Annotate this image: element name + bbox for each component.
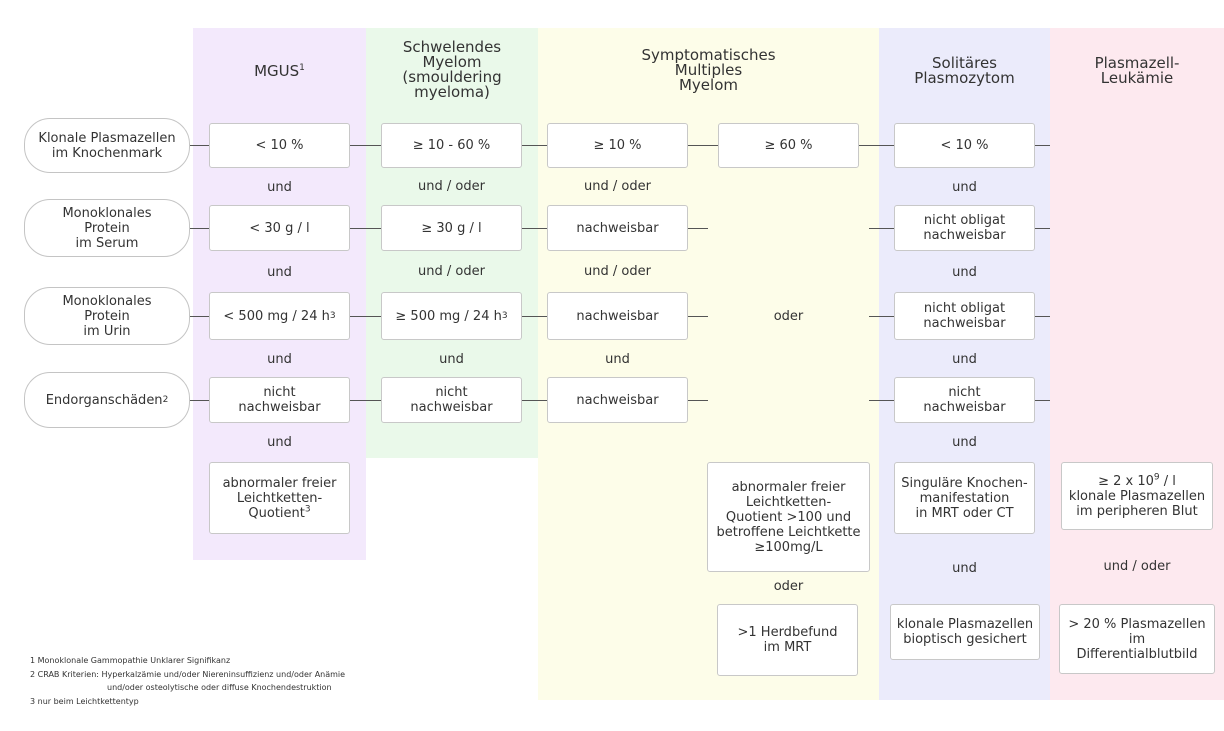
symptomatic-bone-marrow-box-a: ≥ 10 % bbox=[547, 123, 688, 168]
header-leukemia: Plasmazell- Leukämie bbox=[1094, 54, 1180, 87]
mgus-connector-2: und bbox=[267, 265, 292, 280]
solitary-bone-box: Singuläre Knochen- manifestation in MRT … bbox=[894, 462, 1035, 534]
header-mgus: MGUS1 bbox=[254, 62, 305, 80]
symptomatic-serum-box: nachweisbar bbox=[547, 205, 688, 251]
row-label-bone-marrow: Klonale Plasmazellen im Knochenmark bbox=[24, 118, 190, 173]
mgus-bone-marrow-box: < 10 % bbox=[209, 123, 350, 168]
row-label-urine: Monoklonales Protein im Urin bbox=[24, 287, 190, 345]
mgus-serum-box: < 30 g / l bbox=[209, 205, 350, 251]
symptomatic-organ-box: nachweisbar bbox=[547, 377, 688, 423]
symptomatic-connector-3: und bbox=[605, 352, 630, 367]
smouldering-connector-1: und / oder bbox=[418, 179, 485, 194]
footnote-3: 3 nur beim Leichtkettentyp bbox=[30, 697, 139, 706]
solitary-biopsy-box: klonale Plasmazellen bioptisch gesichert bbox=[890, 604, 1040, 660]
leukemia-diff-box: > 20 % Plasmazellen im Differentialblutb… bbox=[1059, 604, 1215, 674]
smouldering-bone-marrow-box: ≥ 10 - 60 % bbox=[381, 123, 522, 168]
symptomatic-ratio-box: abnormaler freier Leichtketten- Quotient… bbox=[707, 462, 870, 572]
solitary-connector-1: und bbox=[952, 180, 977, 195]
footnote-1: 1 Monoklonale Gammopathie Unklarer Signi… bbox=[30, 656, 231, 665]
symptomatic-focus-box: >1 Herdbefund im MRT bbox=[717, 604, 858, 676]
leukemia-blood-box: ≥ 2 x 109 / l klonale Plasmazellen im pe… bbox=[1061, 462, 1213, 530]
footnote-2b: und/oder osteolytische oder diffuse Knoc… bbox=[107, 683, 332, 692]
solitary-connector-5: und bbox=[952, 561, 977, 576]
mgus-connector-4: und bbox=[267, 435, 292, 450]
solitary-urine-box: nicht obligat nachweisbar bbox=[894, 292, 1035, 340]
header-smouldering: Schwelendes Myelom (smouldering myeloma) bbox=[402, 38, 502, 101]
header-solitary: Solitäres Plasmozytom bbox=[914, 54, 1015, 87]
leukemia-connector-1: und / oder bbox=[1103, 559, 1171, 574]
symptomatic-connector-1: und / oder bbox=[584, 179, 651, 194]
solitary-organ-box: nicht nachweisbar bbox=[894, 377, 1035, 423]
solitary-bone-marrow-box: < 10 % bbox=[894, 123, 1035, 168]
symptomatic-connector-2: und / oder bbox=[584, 264, 651, 279]
mgus-organ-box: nicht nachweisbar bbox=[209, 377, 350, 423]
header-symptomatic: Symptomatisches Multiples Myelom bbox=[641, 46, 776, 94]
symptomatic-oder-low: oder bbox=[773, 579, 804, 594]
mgus-connector-1: und bbox=[267, 180, 292, 195]
solitary-connector-4: und bbox=[952, 435, 977, 450]
solitary-connector-2: und bbox=[952, 265, 977, 280]
smouldering-connector-2: und / oder bbox=[418, 264, 485, 279]
symptomatic-bone-marrow-box-b: ≥ 60 % bbox=[718, 123, 859, 168]
footnote-2: 2 CRAB Kriterien: Hyperkalzämie und/oder… bbox=[30, 670, 346, 679]
smouldering-connector-3: und bbox=[439, 352, 464, 367]
solitary-serum-box: nicht obligat nachweisbar bbox=[894, 205, 1035, 251]
smouldering-serum-box: ≥ 30 g / l bbox=[381, 205, 522, 251]
mgus-connector-3: und bbox=[267, 352, 292, 367]
column-leukemia-background bbox=[1050, 28, 1224, 700]
mgus-ratio-box: abnormaler freier Leichtketten- Quotient… bbox=[209, 462, 350, 534]
row-label-serum: Monoklonales Protein im Serum bbox=[24, 199, 190, 257]
symptomatic-urine-box: nachweisbar bbox=[547, 292, 688, 340]
solitary-connector-3: und bbox=[952, 352, 977, 367]
symptomatic-oder-middle: oder bbox=[773, 309, 804, 324]
smouldering-organ-box: nicht nachweisbar bbox=[381, 377, 522, 423]
